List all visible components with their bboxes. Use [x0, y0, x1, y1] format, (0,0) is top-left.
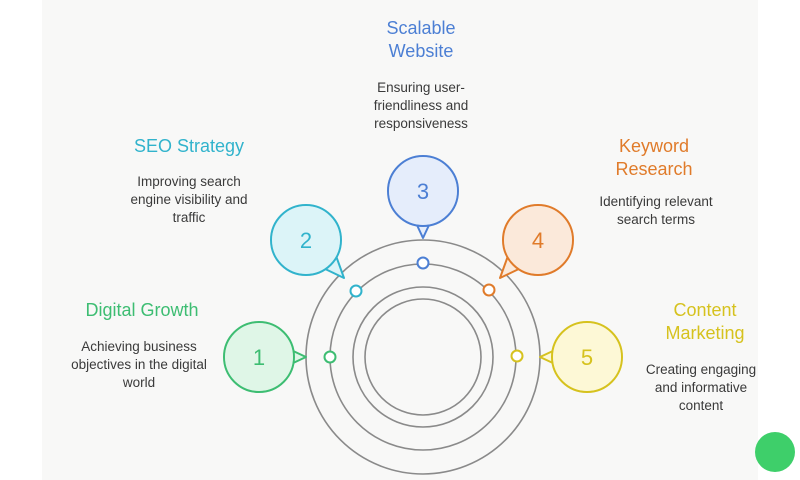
- item-3-bubble-fill: [389, 157, 457, 225]
- item-5-bubble-fill: [553, 323, 621, 391]
- item-1-title: Digital Growth: [85, 300, 199, 320]
- item-4-bubble-fill: [504, 206, 572, 274]
- item-1-number: 1: [253, 345, 265, 370]
- item-5-bubble: 5: [510, 321, 623, 393]
- item-4-title: Keyword Research: [615, 136, 693, 179]
- item-3-bubble: 3: [387, 155, 459, 270]
- item-3-title: Scalable Website: [386, 18, 456, 61]
- item-2-ring-marker: [349, 284, 363, 298]
- ring-third: [352, 286, 494, 428]
- item-5-ring-marker: [510, 349, 524, 363]
- item-3-description: Ensuring user-friendliness and responsiv…: [373, 80, 469, 131]
- item-5-description: Creating engaging and informative conten…: [645, 362, 757, 413]
- item-2-description: Improving search engine visibility and t…: [130, 174, 248, 225]
- item-4-description: Identifying relevant search terms: [599, 194, 713, 227]
- item-4-bubble: 4: [482, 204, 574, 297]
- item-5-number: 5: [581, 345, 593, 370]
- diagram-canvas: 1 2 3 4 5 Digital Growth Achieving business …: [42, 0, 758, 480]
- item-3-number: 3: [417, 179, 429, 204]
- item-2-number: 2: [300, 228, 312, 253]
- ring-inner: [364, 298, 482, 416]
- item-2-bubble: 2: [270, 204, 363, 298]
- item-1-ring-marker: [323, 350, 337, 364]
- item-3-ring-marker: [416, 256, 430, 270]
- item-5-title: Content Marketing: [665, 300, 745, 343]
- concentric-diagram: 1 2 3 4 5: [223, 155, 623, 475]
- item-1-description: Achieving business objectives in the dig…: [71, 339, 207, 390]
- item-2-title: SEO Strategy: [133, 136, 245, 156]
- item-1-bubble-fill: [225, 323, 293, 391]
- item-2-bubble-fill: [272, 206, 340, 274]
- item-4-ring-marker: [482, 283, 496, 297]
- chat-fab-button[interactable]: [755, 432, 795, 472]
- item-1-bubble: 1: [223, 321, 337, 393]
- item-4-number: 4: [532, 228, 544, 253]
